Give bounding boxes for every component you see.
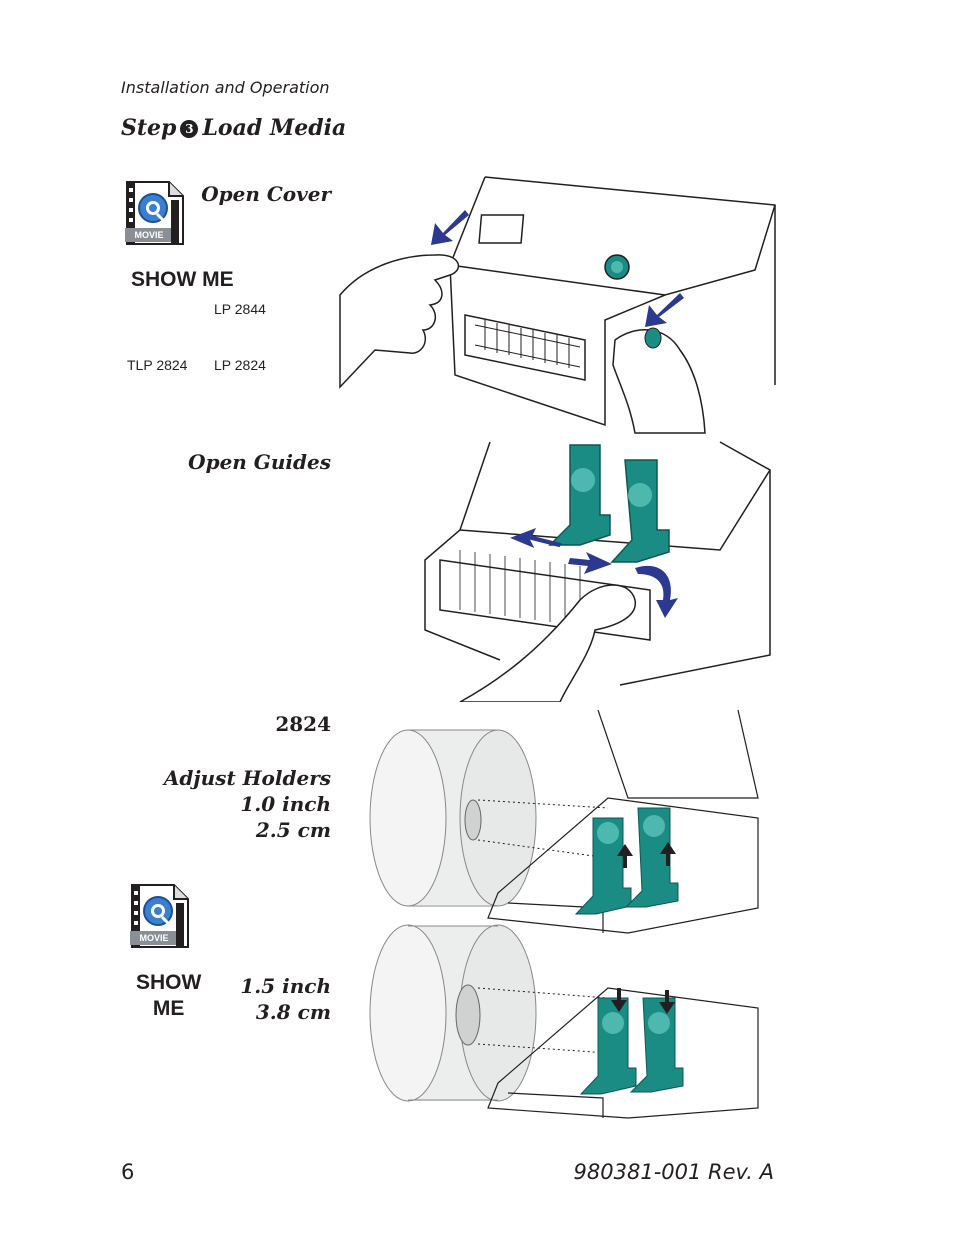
show-me-link[interactable]: SHOW ME bbox=[131, 268, 234, 291]
movie-icon-2[interactable]: MOVIE bbox=[130, 883, 190, 949]
document-id: 980381-001 Rev. A bbox=[573, 1160, 774, 1184]
caption-adjust-holders: Adjust Holders bbox=[163, 766, 331, 790]
movie-label: MOVIE bbox=[134, 230, 164, 240]
size-1-inch: 1.0 inch bbox=[240, 792, 331, 816]
movie-file-icon bbox=[130, 884, 189, 948]
page-number: 6 bbox=[121, 1160, 135, 1184]
caption-open-cover: Open Cover bbox=[201, 182, 331, 206]
model-2824: 2824 bbox=[275, 712, 331, 736]
movie-label: MOVIE bbox=[139, 933, 169, 943]
movie-file-icon bbox=[125, 181, 184, 245]
show-me-line-2: ME bbox=[152, 997, 185, 1020]
step-prefix: Step bbox=[121, 115, 177, 141]
link-lp2844[interactable]: LP 2844 bbox=[214, 301, 266, 317]
movie-icon-1[interactable]: MOVIE bbox=[125, 180, 185, 246]
step-number-badge: 3 bbox=[180, 120, 199, 138]
running-header: Installation and Operation bbox=[121, 78, 330, 97]
illustration-open-cover bbox=[335, 175, 780, 435]
step-name: Load Media bbox=[202, 115, 347, 141]
illustration-adjust-holders bbox=[368, 708, 778, 1123]
size-2-inch: 1.5 inch bbox=[240, 974, 331, 998]
size-1-cm: 2.5 cm bbox=[255, 818, 331, 842]
show-me-line-1: SHOW bbox=[136, 971, 202, 994]
caption-open-guides: Open Guides bbox=[188, 450, 331, 474]
illustration-open-guides bbox=[420, 440, 780, 702]
link-lp2824[interactable]: LP 2824 bbox=[214, 357, 266, 373]
show-me-link-2[interactable]: SHOW ME bbox=[136, 970, 201, 1022]
size-2-cm: 3.8 cm bbox=[255, 1000, 331, 1024]
link-tlp2824[interactable]: TLP 2824 bbox=[127, 357, 188, 373]
